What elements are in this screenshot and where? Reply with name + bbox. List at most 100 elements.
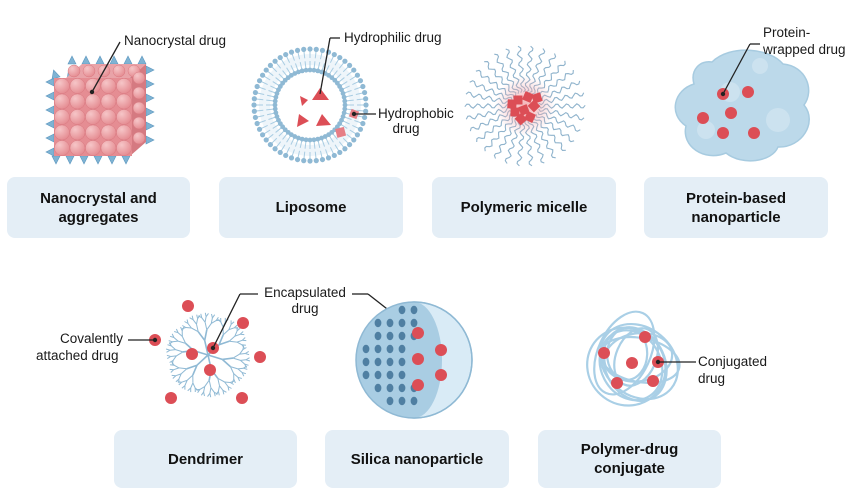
- lipid-tail: [267, 70, 274, 77]
- lipid-tail: [275, 141, 282, 148]
- dendrimer-drug: [204, 364, 216, 376]
- silica-drug: [412, 353, 424, 365]
- lipid-head: [301, 46, 307, 52]
- lipid-head: [303, 137, 309, 143]
- lipid-head: [341, 94, 347, 100]
- silica-pore: [374, 383, 382, 393]
- dendrimer-branch: [217, 391, 220, 396]
- silica-pore: [362, 357, 370, 367]
- dendrimer-branch: [169, 349, 176, 351]
- lipid-tail: [286, 67, 291, 74]
- silica-pore: [398, 305, 406, 315]
- nanocrystal-spike: [65, 155, 75, 165]
- dendrimer-branch: [241, 344, 245, 349]
- lipid-tail: [266, 94, 275, 98]
- nanocrystal-spike: [45, 105, 55, 115]
- lipid-tail: [266, 99, 274, 102]
- dendrimer-branch: [217, 319, 222, 323]
- lipid-head: [357, 78, 364, 84]
- nanocrystal-sphere: [100, 93, 117, 110]
- dendrimer-branch: [241, 372, 245, 377]
- lipid-tail: [329, 147, 334, 154]
- nanocrystal-sphere: [54, 109, 70, 125]
- lipid-head: [325, 155, 332, 161]
- lipid-head: [351, 67, 357, 73]
- dendrimer-branch: [169, 359, 174, 363]
- micelle-drug: [524, 111, 536, 123]
- dendrimer-branch: [184, 380, 188, 386]
- lipid-head: [363, 102, 369, 108]
- dendrimer-branch: [172, 355, 177, 361]
- hydrophilic-drug-leader: [319, 37, 331, 95]
- dendrimer-branches: [165, 312, 251, 398]
- lipid-tail: [342, 66, 349, 73]
- card-micelle: Polymeric micelle: [432, 177, 616, 238]
- dendrimer-branch: [243, 367, 248, 370]
- silica-pore: [398, 357, 406, 367]
- nanocrystal-drug-label: Nanocrystal drug: [124, 33, 226, 48]
- dendrimer-branch: [181, 327, 186, 330]
- card-nanocrystal: Nanocrystal and aggregates: [7, 177, 190, 238]
- silica-pore: [386, 383, 394, 393]
- dendrimer-branch: [186, 364, 198, 370]
- lipid-head: [307, 158, 313, 164]
- lipid-head: [277, 149, 283, 156]
- dendrimer-branch: [201, 317, 206, 323]
- lipid-head: [307, 67, 313, 73]
- lipid-tail: [271, 137, 278, 144]
- dendrimer-branch: [234, 330, 238, 337]
- dendrimer-branch: [175, 328, 179, 333]
- lipid-tail: [268, 116, 276, 121]
- nanocrystal-sphere: [85, 124, 101, 141]
- lipid-tail: [338, 141, 345, 148]
- lipid-tail: [304, 61, 307, 69]
- dendrimer-branch: [241, 337, 246, 341]
- silica-illustration: [355, 301, 473, 419]
- dendrimer-branch: [168, 341, 173, 345]
- hydrophilic-drug-triangle: [316, 114, 331, 126]
- nanocrystal-spike: [121, 155, 131, 165]
- nanocrystal-sphere: [69, 124, 86, 141]
- dendrimer-branch: [180, 368, 188, 375]
- lipid-tail: [261, 81, 268, 86]
- lipid-head: [267, 141, 274, 148]
- nanocrystal-sphere: [85, 140, 101, 156]
- dendrimer-branch: [203, 391, 205, 397]
- lipid-head: [340, 114, 346, 119]
- card-liposome: Liposome: [219, 177, 403, 238]
- conjugated-dot: [655, 359, 661, 365]
- hydrophilic-drug-triangle: [300, 96, 308, 106]
- dendrimer-branch: [237, 377, 241, 382]
- lipid-head: [331, 152, 337, 159]
- lipid-head: [296, 135, 301, 141]
- nanocrystal-spike: [45, 91, 55, 101]
- lipid-tail: [256, 98, 264, 101]
- protein-drug: [697, 112, 709, 124]
- nanocrystal-spike: [123, 55, 133, 65]
- dendrimer-branch: [245, 357, 250, 361]
- nanocrystal-sphere: [54, 93, 70, 110]
- dendrimer-branch: [217, 378, 220, 386]
- lipid-tail: [342, 137, 349, 144]
- lipid-head: [299, 68, 305, 74]
- dendrimer-branch: [210, 317, 213, 324]
- lipid-tail: [303, 151, 306, 159]
- lipid-tail: [267, 133, 274, 140]
- silica-drug: [412, 327, 424, 339]
- nanocrystal-sphere: [69, 78, 86, 94]
- dendrimer-branch: [207, 393, 211, 397]
- polymer-chain-loop: [593, 310, 656, 396]
- silica-pore: [398, 370, 406, 380]
- dendrimer-branch: [194, 387, 199, 391]
- nanocrystal-spike: [95, 55, 105, 65]
- conjugated-drug: [611, 377, 623, 389]
- lipid-tail: [356, 98, 364, 101]
- silica-pore: [362, 370, 370, 380]
- lipid-tail: [270, 85, 277, 90]
- lipid-head: [311, 67, 317, 73]
- dendrimer-branch: [204, 322, 208, 330]
- lipid-tail: [343, 120, 350, 125]
- dendrimer-branch: [230, 380, 235, 383]
- nanocrystal-spike: [67, 55, 77, 65]
- lipid-tail: [275, 62, 282, 69]
